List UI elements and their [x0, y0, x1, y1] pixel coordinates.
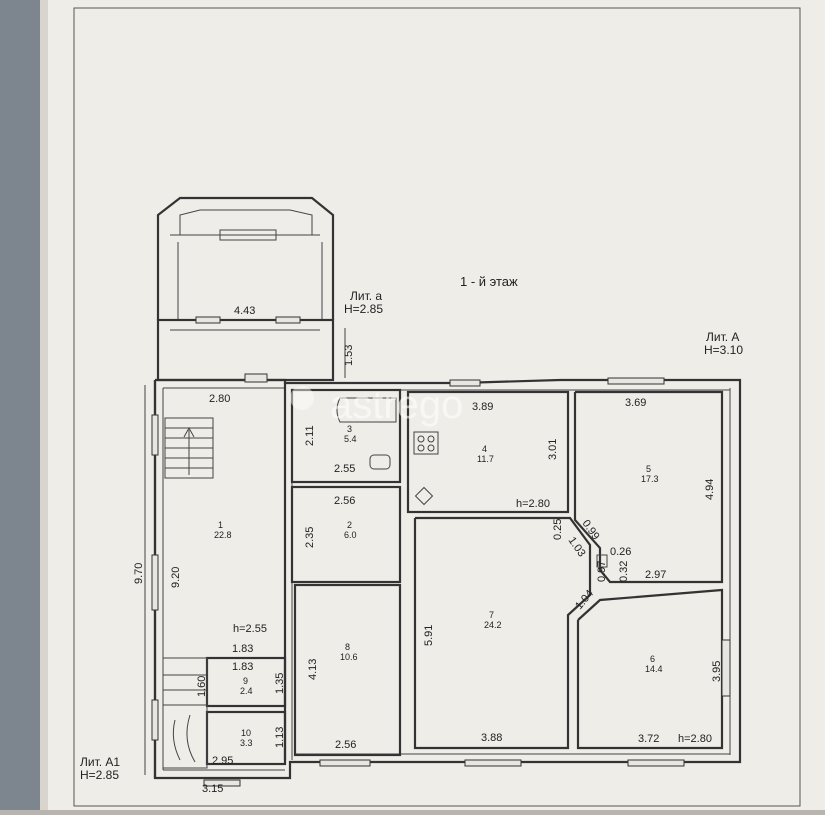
room-4-number: 4 — [482, 444, 487, 454]
dim-2-80: 2.80 — [209, 393, 230, 405]
bathtub-icon — [336, 397, 397, 423]
room-1-area: 22.8 — [214, 530, 232, 540]
room-5-area: 17.3 — [641, 474, 659, 484]
room-7-number: 7 — [489, 610, 494, 620]
room-8-number: 8 — [345, 642, 350, 652]
binding-edge — [40, 0, 48, 810]
dim-0-32: 0.32 — [618, 561, 630, 582]
dim-2-56b: 2.56 — [335, 739, 356, 751]
room-9-number: 9 — [243, 676, 248, 686]
dim-3-89: 3.89 — [472, 401, 493, 413]
lit-a1-name: Лит. А1 — [80, 755, 120, 769]
dim-5-91: 5.91 — [423, 625, 435, 646]
dim-3-88: 3.88 — [481, 732, 502, 744]
dim-1-83a: 1.83 — [232, 643, 253, 655]
room-10-area: 3.3 — [240, 738, 253, 748]
dim-2-95: 2.95 — [212, 755, 233, 767]
dim-0-97: 0.97 — [596, 561, 608, 582]
dim-4-43: 4.43 — [234, 305, 255, 317]
dim-4-13: 4.13 — [307, 659, 319, 680]
dim-0-26: 0.26 — [610, 546, 631, 558]
lit-a-big-name: Лит. А — [706, 330, 739, 344]
room-6-area: 14.4 — [645, 664, 663, 674]
height-kitchen: h=2.80 — [516, 498, 550, 510]
dim-1-60: 1.60 — [196, 676, 208, 697]
stove-icon — [413, 431, 439, 455]
dimension-lines — [144, 328, 346, 775]
dim-2-11: 2.11 — [304, 425, 316, 446]
room-labels: 1 22.8 2 6.0 3 5.4 4 11.7 5 17.3 6 14.4 … — [214, 424, 663, 748]
dim-9-20: 9.20 — [170, 567, 182, 588]
dim-3-95: 3.95 — [711, 661, 723, 682]
room-8-area: 10.6 — [340, 652, 358, 662]
lit-a-small-name: Лит. а — [350, 289, 382, 303]
dim-1-13: 1.13 — [274, 727, 286, 748]
room-3-number: 3 — [347, 424, 352, 434]
dimension-labels: 4.43 2.80 2.55 2.56 3.89 3.69 0.26 2.97 … — [202, 305, 712, 795]
dim-1-35: 1.35 — [274, 673, 286, 694]
dim-3-01: 3.01 — [547, 439, 559, 460]
windows — [151, 373, 731, 787]
height-room-1: h=2.55 — [233, 623, 267, 635]
room-9-area: 2.4 — [240, 686, 253, 696]
chimney-icon — [596, 554, 608, 568]
dim-9-70: 9.70 — [133, 563, 145, 584]
room-1-number: 1 — [218, 520, 223, 530]
room-4-area: 11.7 — [477, 454, 494, 464]
interior-walls — [162, 383, 724, 769]
dim-2-35: 2.35 — [304, 527, 316, 548]
room-6-number: 6 — [650, 654, 655, 664]
room-2-area: 6.0 — [344, 530, 357, 540]
dim-1-83b: 1.83 — [232, 661, 253, 673]
room-3-area: 5.4 — [344, 434, 357, 444]
dim-2-56a: 2.56 — [334, 495, 355, 507]
lit-a1-height: H=2.85 — [80, 768, 119, 782]
toilet-icon — [369, 454, 391, 470]
watermark-text: astrego — [330, 383, 463, 427]
lit-a-small-height: H=2.85 — [344, 302, 383, 316]
dim-2-97: 2.97 — [645, 569, 666, 581]
room-10-number: 10 — [241, 728, 251, 738]
room-7-area: 24.2 — [484, 620, 502, 630]
boiler-icon — [414, 486, 434, 506]
fixtures — [336, 397, 608, 568]
dim-4-94: 4.94 — [704, 479, 716, 500]
dim-0-25: 0.25 — [552, 519, 564, 540]
lit-a-big-height: H=3.10 — [704, 343, 743, 357]
dim-3-69: 3.69 — [625, 397, 646, 409]
floor-title: 1 - й этаж — [460, 274, 518, 289]
dim-2-55a: 2.55 — [334, 463, 355, 475]
dim-1-53: 1.53 — [343, 345, 355, 366]
watermark-gear-icon — [290, 386, 314, 410]
height-room-6: h=2.80 — [678, 733, 712, 745]
room-2-number: 2 — [347, 520, 352, 530]
book-binding — [0, 0, 45, 810]
dim-3-72: 3.72 — [638, 733, 659, 745]
dim-3-15: 3.15 — [202, 783, 223, 795]
room-5-number: 5 — [646, 464, 651, 474]
sheet-frame — [73, 7, 801, 807]
